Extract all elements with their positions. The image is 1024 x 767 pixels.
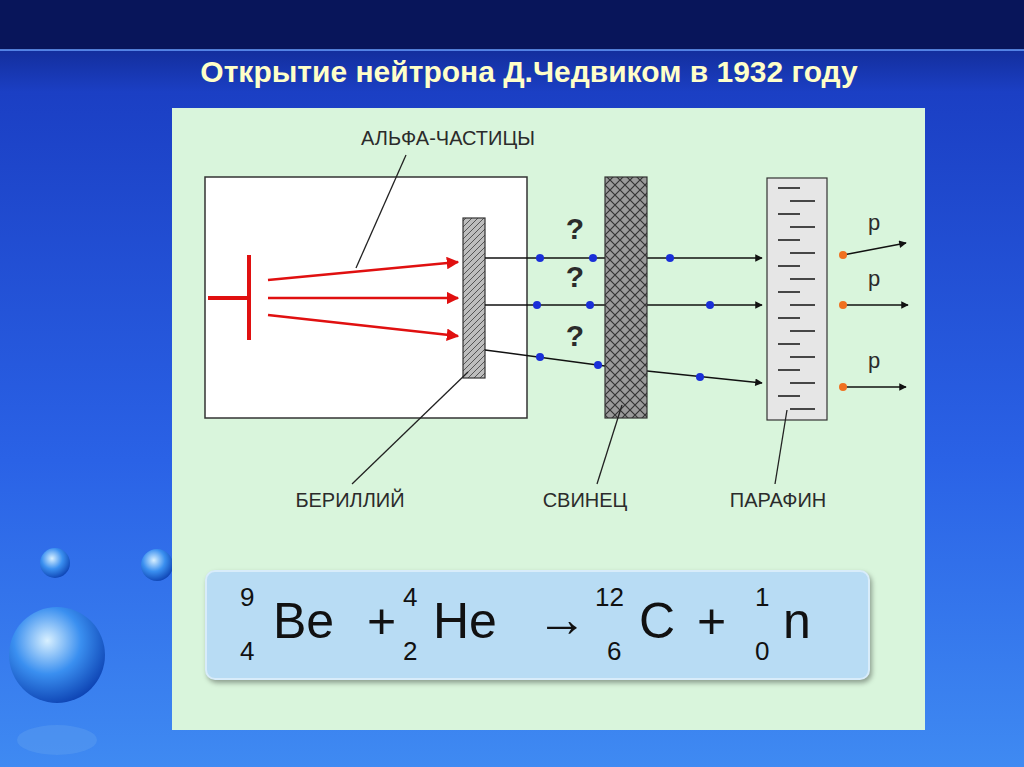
particle-label: p [868,212,880,234]
nuclear-index: 9 [240,584,254,610]
top-band [0,0,1024,50]
lead-block [605,177,647,418]
proton-paths [843,243,908,387]
nuclear-index: 12 [595,584,624,610]
formula-symbol: C [639,596,675,646]
paraffin-protons [778,188,815,409]
part-label: СВИНЕЦ [543,490,628,510]
formula-symbol: + [367,596,396,646]
source-chamber [205,177,527,418]
particle-label: p [868,268,880,290]
formula-symbol: He [433,596,497,646]
beryllium-plate [463,218,485,378]
question-mark: ? [566,214,584,244]
alpha-source [208,255,249,340]
diagram-panel [172,108,925,730]
slide-title: Открытие нейтрона Д.Чедвиком в 1932 году [200,57,857,87]
nuclear-index: 1 [755,584,769,610]
paraffin-block [767,178,827,420]
question-mark: ? [566,262,584,292]
particle-label: p [868,350,880,372]
formula-symbol: + [697,596,726,646]
nuclear-index: 4 [403,584,417,610]
part-label: АЛЬФА-ЧАСТИЦЫ [361,128,535,148]
formula-symbol: Be [273,596,334,646]
alpha-rays [268,262,458,336]
part-label: БЕРИЛЛИЙ [295,490,404,510]
formula-box: 9 4 Be +4 2 He → 12 6C +1 0n [205,570,870,680]
nuclear-index: 4 [240,638,254,664]
decor-bubbles [9,548,173,755]
nuclear-index: 6 [607,638,621,664]
neutron-dots [533,254,714,381]
question-mark: ? [566,321,584,351]
nuclear-index: 2 [403,638,417,664]
formula-symbol: n [783,596,811,646]
proton-dots [839,251,847,391]
nuclear-index: 0 [755,638,769,664]
part-label: ПАРАФИН [730,490,826,510]
leader-lines [352,155,787,484]
band-rule [0,49,1024,51]
formula-symbol: → [537,594,587,644]
